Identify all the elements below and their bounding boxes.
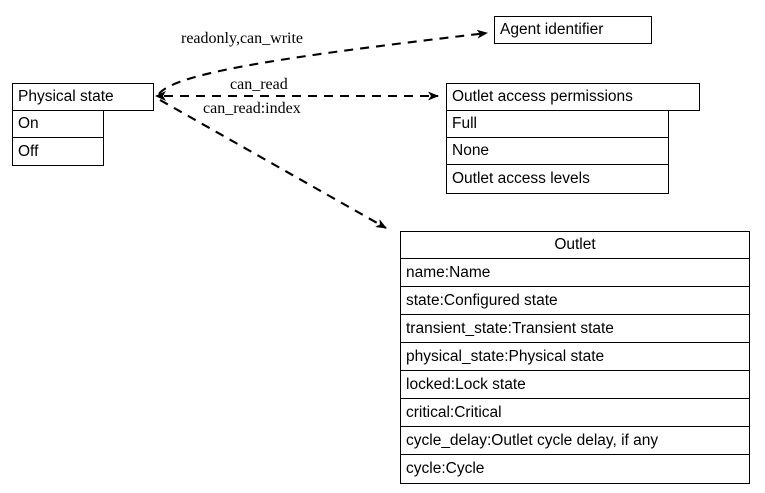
node-outlet-row-name: name:Name [401, 259, 749, 287]
node-outlet-rows: name:Name state:Configured state transie… [400, 259, 750, 484]
node-outlet-access-permissions-row-outlet-access-levels: Outlet access levels [452, 170, 590, 188]
node-physical-state-row-off: Off [18, 142, 39, 160]
node-outlet-row-locked: locked:Lock state [401, 371, 749, 399]
node-outlet-row-state: state:Configured state [401, 287, 749, 315]
edge-label-readonly-can-write: readonly,can_write [181, 30, 304, 47]
edge-label-can-read: can_read [230, 76, 288, 93]
node-physical-state-row-on: On [13, 111, 103, 138]
node-outlet-title: Outlet [400, 231, 750, 259]
node-outlet-access-permissions-rows: Full None Outlet access levels [446, 111, 669, 194]
node-outlet-row-cycle-delay: cycle_delay:Outlet cycle delay, if any [401, 427, 749, 455]
node-outlet-access-permissions-row-none: None [447, 138, 668, 165]
node-physical-state-title: Physical state [12, 83, 154, 111]
edge-label-can-read-index: can_read:index [203, 100, 301, 117]
node-agent-identifier-title: Agent identifier [494, 16, 652, 44]
node-physical-state-rows: On Off [12, 111, 104, 166]
edge-physical-state-outlet [159, 99, 387, 229]
node-outlet-row-critical: critical:Critical [401, 399, 749, 427]
node-outlet-row-physical-state: physical_state:Physical state [401, 343, 749, 371]
node-outlet-row-transient-state: transient_state:Transient state [401, 315, 749, 343]
node-outlet-access-permissions-title: Outlet access permissions [446, 83, 700, 111]
node-outlet-access-permissions-row-full: Full [447, 111, 668, 138]
node-outlet-row-cycle: cycle:Cycle [406, 460, 485, 478]
